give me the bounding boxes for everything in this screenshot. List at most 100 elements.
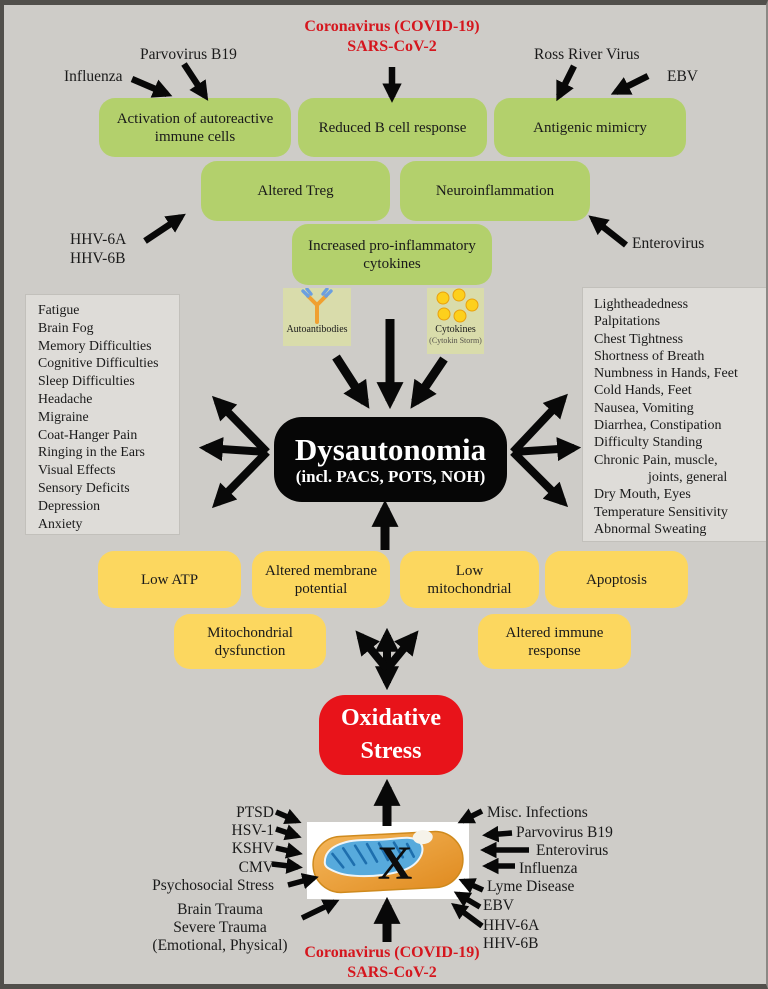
- box-altered-immune-response: Altered immune response: [478, 614, 631, 669]
- fan-left-middle: [198, 437, 268, 462]
- box-activation-autoreactive: Activation of autoreactive immune cells: [99, 98, 291, 157]
- arrow-ebv-top: [610, 73, 650, 95]
- stressor-label: KSHV: [231, 840, 274, 858]
- trident-right: [383, 630, 419, 672]
- stressor-label: Psychosocial Stress: [152, 876, 274, 894]
- enterovirus-label-top: Enterovirus: [632, 235, 705, 252]
- fan-left-lower: [211, 449, 270, 509]
- list-item: Cold Hands, Feet: [594, 383, 692, 399]
- infection-label: Influenza: [519, 860, 578, 877]
- neuro-symptoms-list: Fatigue Brain Fog Memory Difficulties Co…: [25, 294, 180, 535]
- cytokine-dots-icon: [436, 288, 478, 323]
- arrow-ross-river: [556, 64, 577, 102]
- list-item: Temperature Sensitivity: [594, 504, 728, 520]
- list-item: Numbness in Hands, Feet: [594, 366, 738, 382]
- list-item: Nausea, Vomiting: [594, 400, 694, 416]
- list-item: Migraine: [38, 408, 89, 424]
- infection-label: Misc. Infections: [487, 804, 588, 821]
- dysautonomia-subtitle: (incl. PACS, POTS, NOH): [295, 466, 486, 486]
- infection-label: HHV-6A: [483, 917, 540, 934]
- list-item: Palpitations: [594, 314, 661, 330]
- fan-right-upper: [510, 393, 568, 455]
- infection-label: EBV: [483, 897, 514, 914]
- arrow-parvovirus-bottom: [482, 825, 513, 843]
- list-item: Cognitive Difficulties: [38, 355, 159, 371]
- influenza-label-top: Influenza: [64, 68, 123, 85]
- list-item: Memory Difficulties: [38, 337, 152, 353]
- arrow-enterovirus-top: [588, 215, 629, 248]
- autoantibodies-caption: Autoantibodies: [286, 324, 348, 335]
- list-item: Fatigue: [38, 302, 80, 317]
- stressor-label: CMV: [238, 858, 274, 876]
- infection-label: Enterovirus: [536, 842, 609, 859]
- infection-label: Parvovirus B19: [516, 824, 613, 841]
- arrow-trauma: [300, 899, 340, 921]
- list-item: Chronic Pain, muscle,: [594, 452, 718, 468]
- box-altered-treg: Altered Treg: [201, 161, 390, 221]
- parvovirus-label-top: Parvovirus B19: [140, 46, 237, 63]
- stressor-label: PTSD: [236, 804, 274, 821]
- cytokines-caption: Cytokines: [435, 324, 476, 335]
- mitochondria-image: X: [307, 822, 469, 899]
- arrow-ptsd: [274, 808, 302, 825]
- stressor-label: (Emotional, Physical): [152, 937, 288, 955]
- box-apoptosis: Apoptosis: [545, 551, 688, 608]
- fan-right-middle: [512, 437, 582, 462]
- cytokines-image: Cytokines (Cytokin Storm): [427, 288, 484, 354]
- list-item: Headache: [38, 390, 93, 406]
- list-item: Anxiety: [38, 515, 83, 531]
- list-item: Depression: [38, 497, 101, 513]
- trident-left: [355, 630, 391, 672]
- list-item: Ringing in the Ears: [38, 444, 145, 460]
- arrow-cmv: [271, 857, 303, 874]
- box-reduced-b-cell: Reduced B cell response: [298, 98, 487, 157]
- infection-label: Lyme Disease: [487, 878, 575, 895]
- covid-label-top: Coronavirus (COVID-19) SARS-CoV-2: [304, 18, 480, 55]
- cytokine-storm-caption: (Cytokin Storm): [429, 336, 482, 345]
- stressor-label: Brain Trauma: [177, 901, 263, 918]
- autoantibodies-image: Autoantibodies: [283, 288, 351, 346]
- list-item: Abnormal Sweating: [594, 521, 707, 537]
- list-item: Lightheadedness: [594, 297, 689, 312]
- arrow-hhv: [143, 213, 186, 244]
- list-item: Coat-Hanger Pain: [38, 426, 138, 442]
- list-item: Difficulty Standing: [594, 435, 703, 451]
- box-low-atp: Low ATP: [98, 551, 241, 608]
- stressor-label: Severe Trauma: [173, 919, 267, 937]
- box-neuroinflammation: Neuroinflammation: [400, 161, 590, 221]
- list-item: Chest Tightness: [594, 331, 684, 347]
- arrow-misc-infections: [457, 808, 484, 824]
- arrow-autoantibodies-down: [332, 354, 370, 409]
- dysautonomia-box: Dysautonomia (incl. PACS, POTS, NOH): [274, 417, 507, 502]
- box-altered-membrane: Altered membrane potential: [252, 551, 390, 608]
- list-item: Diarrhea, Constipation: [594, 418, 722, 434]
- arrow-hhv-bottom: [451, 903, 484, 929]
- box-proinflammatory-cytokines: Increased pro-inflammatory cytokines: [292, 224, 492, 285]
- infection-label: HHV-6B: [483, 935, 539, 952]
- stressor-label: HSV-1: [231, 822, 275, 840]
- antibody-icon: [301, 288, 333, 324]
- list-item: Sensory Deficits: [38, 479, 130, 495]
- arrow-cytokines-down: [410, 356, 448, 409]
- box-low-mitochondrial: Low mitochondrial: [400, 551, 539, 608]
- trauma-labels: Brain Trauma Severe Trauma (Emotional, P…: [134, 901, 306, 956]
- ross-river-label: Ross River Virus: [534, 46, 640, 63]
- fan-left-upper: [211, 395, 270, 455]
- hhv-label: HHV-6A HHV-6B: [70, 231, 127, 267]
- arrow-hsv1: [275, 824, 302, 841]
- arrow-parvovirus-top: [181, 62, 209, 101]
- list-item: joints, general: [648, 469, 728, 485]
- arrow-kshv: [275, 842, 303, 859]
- box-antigenic-mimicry: Antigenic mimicry: [494, 98, 686, 157]
- box-mitochondrial-dysfunction: Mitochondrial dysfunction: [174, 614, 326, 669]
- autonomic-symptoms-list: Lightheadedness Palpitations Chest Tight…: [582, 287, 766, 542]
- list-item: Visual Effects: [38, 462, 116, 478]
- ebv-label-top: EBV: [667, 68, 698, 85]
- mitochondria-x-mark: X: [378, 837, 413, 890]
- oxidative-stress-box: Oxidative Stress: [319, 695, 463, 775]
- list-item: Dry Mouth, Eyes: [594, 487, 691, 503]
- covid-label-bottom: Coronavirus (COVID-19) SARS-CoV-2: [304, 944, 480, 981]
- list-item: Shortness of Breath: [594, 348, 705, 364]
- list-item: Sleep Difficulties: [38, 373, 135, 389]
